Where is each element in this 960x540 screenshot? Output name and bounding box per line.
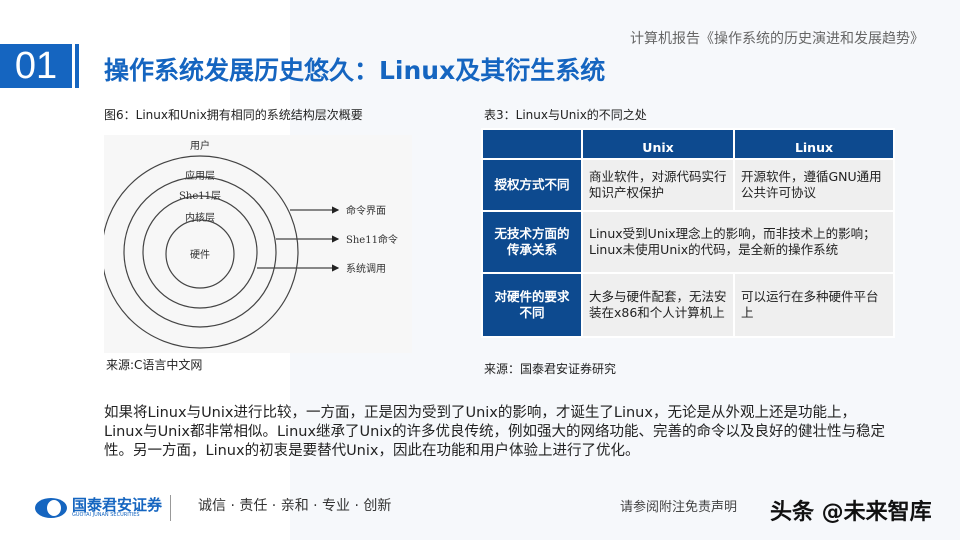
application-ring — [123, 176, 277, 328]
figure-source: 来源:C语言中文网 — [106, 358, 203, 372]
layer-label: 硬件 — [190, 249, 210, 261]
table-row: 授权方式不同 商业软件，对源代码实行知识产权保护 开源软件，遵循GNU通用公共许… — [481, 158, 895, 212]
layer-diagram: 用户 应用层 She11层 内核层 硬件 命令界面 She11命令 系统调用 — [104, 135, 412, 353]
layer-label: 内核层 — [185, 211, 215, 224]
logo-divider — [170, 495, 172, 521]
layer-label: 用户 — [190, 139, 210, 152]
section-number: 01 — [0, 44, 72, 88]
row-label: 对硬件的要求不同 — [481, 272, 583, 338]
header-unix: Unix — [581, 128, 735, 160]
logo-cn: 国泰君安证券 — [72, 496, 163, 514]
table-caption: 表3：Linux与Unix的不同之处 — [484, 108, 647, 122]
page-title: 操作系统发展历史悠久：Linux及其衍生系统 — [104, 56, 606, 85]
logo-icon — [35, 498, 67, 518]
unix-cell: 大多与硬件配套，无法安装在x86和个人计算机上 — [581, 272, 735, 338]
comparison-table: Unix Linux 授权方式不同 商业软件，对源代码实行知识产权保护 开源软件… — [481, 128, 895, 338]
layer-label: She11层 — [179, 190, 221, 202]
hardware-ring — [165, 219, 235, 289]
slogan: 诚信 · 责任 · 亲和 · 专业 · 创新 — [198, 498, 392, 514]
layer-label: 应用层 — [185, 169, 215, 182]
body-paragraph: 如果将Linux与Unix进行比较，一方面，正是因为受到了Unix的影响，才诞生… — [104, 405, 885, 459]
table-row: 无技术方面的传承关系 Linux受到Unix理念上的影响，而非技术上的影响；Li… — [481, 210, 895, 274]
disclaimer: 请参阅附注免责声明 — [620, 500, 738, 515]
interface-label: 系统调用 — [346, 262, 386, 275]
table-source: 来源：国泰君安证券研究 — [484, 362, 617, 376]
interface-label: 命令界面 — [346, 204, 386, 217]
shell-ring — [142, 195, 258, 309]
table-row: 对硬件的要求不同 大多与硬件配套，无法安装在x86和个人计算机上 可以运行在多种… — [481, 272, 895, 338]
header-blank — [481, 128, 583, 160]
figure-caption: 图6：Linux和Unix拥有相同的系统结构层次概要 — [104, 108, 363, 122]
user-ring — [104, 155, 299, 349]
header-linux: Linux — [733, 128, 895, 160]
unix-cell: 商业软件，对源代码实行知识产权保护 — [581, 158, 735, 212]
interface-label: She11命令 — [346, 233, 398, 246]
company-logo: 国泰君安证券 GUOTAI JUNAN SECURITIES — [34, 495, 172, 521]
linux-cell: 开源软件，遵循GNU通用公共许可协议 — [733, 158, 895, 212]
logo-en: GUOTAI JUNAN SECURITIES — [72, 512, 140, 518]
section-divider — [75, 44, 79, 88]
report-name: 计算机报告《操作系统的历史演进和发展趋势》 — [630, 31, 924, 47]
merged-cell: Linux受到Unix理念上的影响，而非技术上的影响；Linux未使用Unix的… — [581, 210, 895, 274]
linux-cell: 可以运行在多种硬件平台上 — [733, 272, 895, 338]
row-label: 授权方式不同 — [481, 158, 583, 212]
watermark: 头条 @未来智库 — [770, 500, 932, 525]
row-label: 无技术方面的传承关系 — [481, 210, 583, 274]
